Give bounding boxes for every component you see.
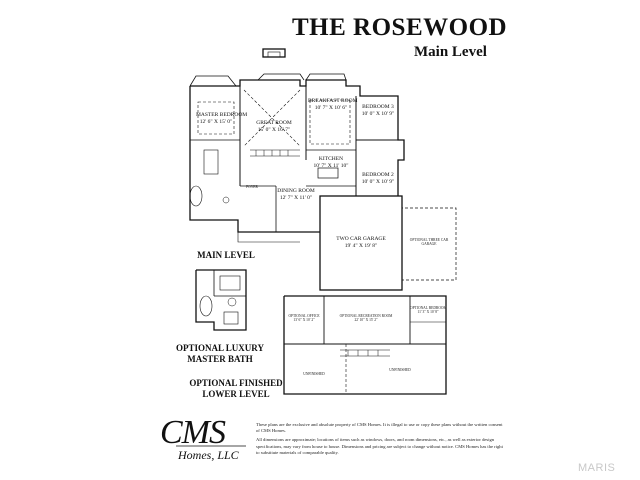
plan-title: THE ROSEWOOD (292, 14, 508, 41)
bedroom3-name: BEDROOM 3 (362, 104, 394, 110)
bedroom2-name: BEDROOM 2 (362, 172, 394, 178)
luxury-bath-caption: OPTIONAL LUXURY MASTER BATH (170, 343, 270, 365)
breakfast-room-label: BREAKFAST ROOM 10' 7" X 10' 6" (308, 98, 358, 111)
disclaimer-text: These plans are the exclusive and absolu… (256, 422, 504, 459)
garage-dims: 19' 4" X 19' 8" (344, 242, 378, 249)
lower-level-caption-line2: LOWER LEVEL (202, 389, 270, 399)
lower-level-outline (283, 295, 447, 395)
bedroom3-label: BEDROOM 3 10' 0" X 10' 9" (360, 104, 396, 117)
lower-level-caption-line1: OPTIONAL FINISHED (189, 378, 283, 388)
dining-room-name: DINING ROOM (277, 188, 315, 194)
office-dims: 13' 6" X 10' 2" (293, 318, 315, 323)
kitchen-name: KITCHEN (318, 156, 344, 162)
kitchen-dims: 10' 7" X 11' 10" (313, 162, 349, 169)
bedroom3-dims: 10' 0" X 10' 9" (361, 110, 395, 117)
luxury-bath-caption-line2: MASTER BATH (187, 354, 253, 364)
breakfast-room-dims: 10' 7" X 10' 6" (314, 104, 348, 111)
master-bedroom-name: MASTER BEDROOM (196, 112, 248, 118)
kitchen-label: KITCHEN 10' 7" X 11' 10" (308, 156, 354, 169)
office-name: OPTIONAL OFFICE (288, 314, 320, 318)
dining-room-dims: 12' 7" X 11' 0" (279, 194, 313, 201)
maris-watermark: MARIS (578, 462, 616, 474)
foyer-label: FOYER (246, 185, 258, 189)
dining-room-label: DINING ROOM 12' 7" X 11' 0" (272, 188, 320, 201)
bedroom2-label: BEDROOM 2 10' 0" X 10' 9" (360, 172, 396, 185)
luxury-bath-caption-line1: OPTIONAL LUXURY (176, 343, 264, 353)
lower-level-caption: OPTIONAL FINISHED LOWER LEVEL (186, 378, 286, 400)
disclaimer-paragraph-1: These plans are the exclusive and absolu… (256, 422, 503, 434)
bedroom2-dims: 10' 0" X 10' 9" (361, 178, 395, 185)
three-car-garage-label: OPTIONAL THREE CAR GARAGE (409, 238, 449, 247)
recreation-room-label: OPTIONAL RECREATION ROOM 22' 10" X 15' 2… (336, 314, 396, 322)
great-room-label: GREAT ROOM 15' 0" X 16' 7" (248, 120, 300, 133)
cms-logo: CMS (160, 414, 226, 451)
unfinished-left-label: UNFINISHED (303, 372, 325, 376)
office-label: OPTIONAL OFFICE 13' 6" X 10' 2" (286, 314, 322, 322)
main-level-outline (189, 73, 405, 243)
great-room-dims: 15' 0" X 16' 7" (257, 126, 291, 133)
plan-subtitle: Main Level (414, 44, 487, 60)
optional-bedroom-name: OPTIONAL BEDROOM (410, 306, 447, 310)
master-bedroom-label: MASTER BEDROOM 12' 6" X 15' 0" (196, 112, 248, 125)
master-bedroom-dims: 12' 6" X 15' 0" (199, 118, 233, 125)
optional-bedroom-dims: 11' 3" X 10' 8" (417, 310, 439, 315)
luxury-bath-outline (195, 269, 247, 331)
garage-label: TWO CAR GARAGE 19' 4" X 19' 8" (326, 236, 396, 249)
great-room-name: GREAT ROOM (256, 120, 292, 126)
garage-name: TWO CAR GARAGE (336, 236, 386, 242)
fireplace-outline (262, 48, 286, 58)
breakfast-room-name: BREAKFAST ROOM (308, 98, 358, 104)
main-level-caption: MAIN LEVEL (197, 250, 255, 260)
recreation-room-name: OPTIONAL RECREATION ROOM (339, 314, 393, 318)
cms-logo-subtitle: Homes, LLC (178, 448, 239, 462)
optional-bedroom-label: OPTIONAL BEDROOM 11' 3" X 10' 8" (410, 306, 447, 315)
disclaimer-paragraph-2: All dimensions are approximate; location… (256, 437, 503, 455)
recreation-room-dims: 22' 10" X 15' 2" (354, 318, 378, 323)
garage-outline (319, 195, 457, 291)
unfinished-right-label: UNFINISHED (389, 368, 411, 372)
